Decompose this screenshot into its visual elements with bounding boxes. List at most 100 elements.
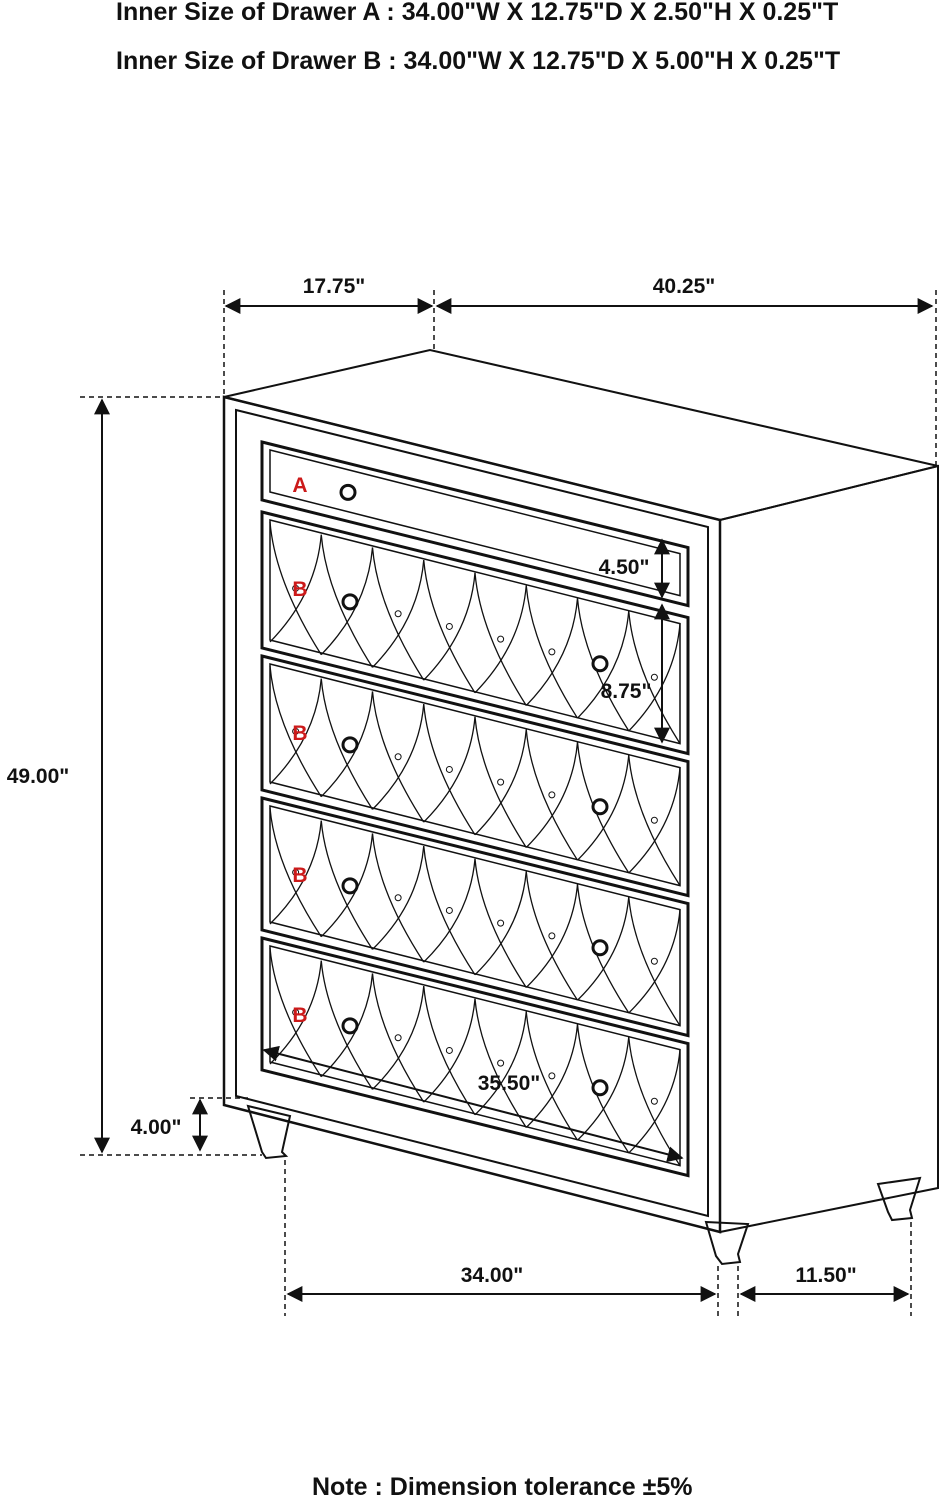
tuft-line	[628, 610, 681, 744]
top-width-label: 40.25"	[653, 275, 716, 298]
dim-top-width: 40.25"	[435, 275, 937, 466]
drawer-panel	[269, 805, 681, 1027]
tuft-line	[474, 729, 527, 836]
tuft-line	[525, 742, 579, 848]
tuft-line	[474, 858, 527, 988]
tuft-button	[445, 622, 453, 630]
leg-height-label: 4.00"	[131, 1116, 182, 1139]
tolerance-note: Note : Dimension tolerance ±5%	[312, 1473, 692, 1500]
dim-bottom-width: 34.00"	[284, 1160, 719, 1316]
tuft-line	[525, 884, 579, 988]
tuft-line	[372, 846, 425, 950]
drawer-label: B	[292, 864, 307, 887]
tuft-button	[394, 894, 402, 902]
tuft-line	[269, 820, 322, 925]
tuft-line	[628, 909, 681, 1014]
dim-drawer-b-height: 8.75"	[601, 603, 670, 744]
tuft-button	[650, 816, 658, 824]
tuft-line	[577, 896, 630, 1001]
tuft-line	[628, 896, 681, 1026]
tuft-line	[423, 846, 476, 976]
dim-bottom-depth: 11.50"	[737, 1222, 912, 1316]
dim-drawer-a-height: 4.50"	[599, 538, 670, 599]
tuft-line	[423, 704, 476, 836]
tuft-line	[423, 986, 476, 1116]
tuft-line	[628, 767, 681, 874]
drawer-knob	[341, 736, 359, 754]
tuft-line	[525, 598, 579, 706]
drawer-frame	[260, 936, 690, 1178]
tuft-line	[577, 610, 630, 719]
tuft-line	[525, 585, 579, 719]
drawer-b-2: B	[260, 654, 690, 898]
tuft-line	[423, 998, 476, 1103]
tuft-line	[371, 691, 425, 823]
drawer-b-inner-size: Inner Size of Drawer B : 34.00"W X 12.75…	[116, 47, 840, 75]
tuft-line	[474, 585, 527, 694]
tuft-button	[548, 648, 556, 656]
drawer-label: A	[292, 474, 307, 497]
tuft-button	[292, 584, 300, 592]
tuft-button	[292, 868, 300, 876]
tuft-line	[628, 1049, 681, 1154]
drawer-label: B	[292, 1004, 307, 1027]
dim-leg-height: 4.00"	[131, 1097, 248, 1152]
tuft-button	[650, 673, 658, 681]
drawer-b-3: B	[260, 796, 690, 1038]
drawer-knob	[339, 483, 357, 501]
tuft-line	[628, 754, 681, 886]
drawers: A B B B B	[260, 440, 690, 1178]
tuft-line	[269, 678, 322, 785]
tuft-line	[320, 534, 374, 668]
tuft-button	[292, 1008, 300, 1016]
tuft-line	[371, 547, 425, 681]
cabinet-outline	[222, 348, 939, 1234]
tuft-line	[423, 716, 476, 823]
drawer-knob	[341, 593, 359, 611]
tuft-button	[497, 635, 505, 643]
drawer-diagonal-label: 35.50"	[478, 1072, 541, 1095]
cabinet-side	[719, 464, 939, 1234]
tuft-line	[371, 973, 425, 1103]
drawer-label: B	[292, 722, 307, 745]
tuft-line	[423, 572, 476, 681]
drawer-a-height-label: 4.50"	[599, 556, 650, 579]
tuft-button	[497, 919, 505, 927]
drawer-b-height-label: 8.75"	[601, 680, 652, 703]
tuft-button	[445, 765, 453, 773]
tuft-button	[394, 610, 402, 618]
tuft-button	[445, 906, 453, 914]
drawer-knob	[591, 655, 609, 673]
tuft-line	[320, 678, 374, 810]
tuft-button	[445, 1046, 453, 1054]
drawer-frame	[260, 440, 690, 608]
tuft-line	[372, 986, 425, 1090]
tuft-line	[371, 833, 425, 963]
tuft-line	[320, 820, 374, 950]
drawer-label: B	[292, 578, 307, 601]
front-inner-frame	[235, 408, 709, 1218]
height-label: 49.00"	[7, 765, 70, 788]
drawer-frame	[260, 654, 690, 898]
tuft-line	[269, 665, 322, 798]
tuft-button	[394, 753, 402, 761]
tuft-button	[548, 791, 556, 799]
tuft-button	[497, 778, 505, 786]
tuft-line	[525, 871, 579, 1001]
drawer-knob	[591, 939, 609, 957]
tuft-button	[497, 1059, 505, 1067]
tuft-line	[577, 754, 630, 861]
tuft-button	[548, 1072, 556, 1080]
drawer-panel	[269, 449, 681, 597]
dim-height: 49.00"	[7, 396, 262, 1156]
tuft-line	[628, 623, 681, 732]
tuft-line	[269, 534, 322, 643]
bottom-depth-label: 11.50"	[795, 1264, 856, 1287]
tuft-button	[394, 1034, 402, 1042]
tuft-line	[474, 1011, 527, 1116]
tuft-line	[423, 858, 476, 963]
tuft-button	[548, 932, 556, 940]
leg-front-right	[704, 1220, 750, 1266]
